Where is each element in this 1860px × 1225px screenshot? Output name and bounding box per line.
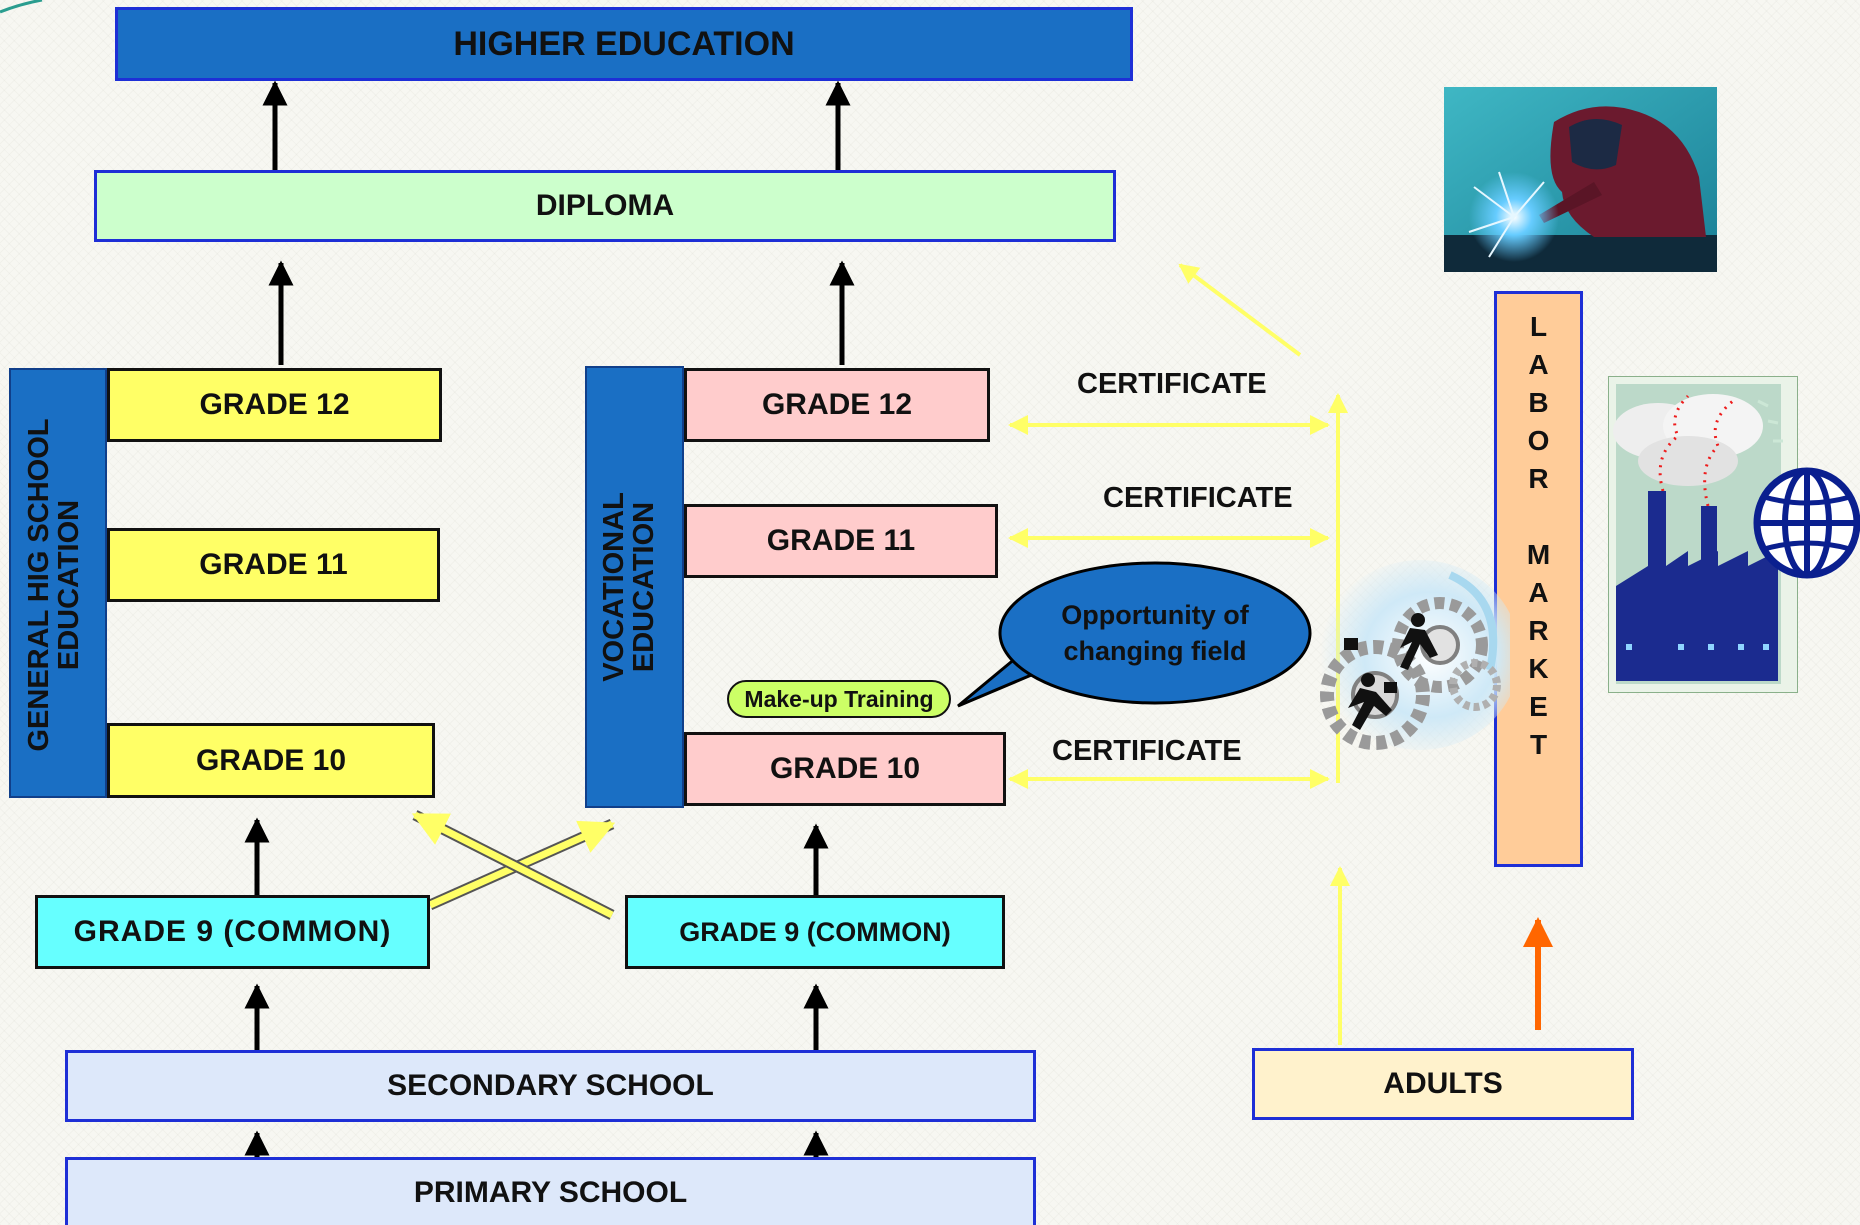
market-letter: R — [1528, 615, 1549, 646]
labor-letter: R — [1528, 463, 1549, 494]
makeup-training-pill: Make-up Training — [727, 680, 951, 718]
general-grade11-label: GRADE 11 — [199, 548, 348, 581]
general-grade10-label: GRADE 10 — [195, 743, 347, 777]
callout-text: Opportunity of changing field — [1015, 593, 1295, 673]
cross-track-arrows — [411, 810, 616, 920]
callout-line2: changing field — [1063, 636, 1247, 666]
vocational-grade9-label: GRADE 9 (COMMON) — [679, 916, 951, 947]
higher-education-label: HIGHER EDUCATION — [453, 24, 795, 63]
makeup-training-label: Make-up Training — [744, 685, 934, 712]
globe-icon — [1753, 467, 1860, 579]
labor-letter: B — [1528, 387, 1549, 418]
welder-icon — [1444, 87, 1717, 272]
factory-icon — [1608, 376, 1798, 693]
certificate-label-grade11: CERTIFICATE — [1103, 482, 1293, 514]
market-letter: T — [1529, 729, 1548, 760]
speech-bubble — [957, 561, 1312, 708]
vocational-grade11-box: GRADE 11 — [684, 504, 998, 578]
vocational-track-label: VOCATIONAL EDUCATION — [598, 492, 660, 682]
vocational-grade12-label: GRADE 12 — [761, 388, 913, 421]
vocational-track-bar — [585, 366, 684, 808]
secondary-school-box: SECONDARY SCHOOL — [65, 1050, 1036, 1122]
gears-businessmen-icon — [1320, 560, 1510, 750]
market-letter: E — [1529, 691, 1548, 722]
general-track-bar — [9, 368, 107, 798]
corner-swoosh — [0, 0, 43, 14]
general-grade10-box: GRADE 10 — [107, 723, 435, 798]
primary-school-label: PRIMARY SCHOOL — [413, 1175, 688, 1209]
higher-education-box: HIGHER EDUCATION — [115, 7, 1133, 81]
progression-arrows — [244, 80, 855, 1205]
secondary-school-label: SECONDARY SCHOOL — [387, 1069, 714, 1102]
callout-line1: Opportunity of — [1061, 600, 1249, 630]
labor-market-box: L A B O R M A R K E T — [1494, 291, 1583, 867]
adults-label: ADULTS — [1383, 1067, 1503, 1100]
vocational-grade10-label: GRADE 10 — [769, 752, 921, 785]
diploma-box: DIPLOMA — [94, 170, 1116, 242]
certificate-arrows — [1008, 263, 1350, 1045]
market-letter: A — [1528, 577, 1549, 608]
general-track-label: GENERAL HIG SCHOOL EDUCATION — [23, 418, 85, 752]
general-grade11-box: GRADE 11 — [107, 528, 440, 602]
primary-school-box: PRIMARY SCHOOL — [65, 1157, 1036, 1225]
general-grade12-label: GRADE 12 — [199, 388, 350, 421]
labor-letter: O — [1527, 425, 1550, 456]
certificate-label-grade12: CERTIFICATE — [1077, 368, 1267, 400]
general-grade12-box: GRADE 12 — [107, 368, 442, 442]
labor-letter: A — [1528, 349, 1549, 380]
vocational-grade10-box: GRADE 10 — [684, 732, 1006, 806]
market-letter: M — [1526, 539, 1551, 570]
vocational-grade11-label: GRADE 11 — [766, 524, 916, 557]
vocational-grade12-box: GRADE 12 — [684, 368, 990, 442]
labor-letter: L — [1529, 311, 1548, 342]
vocational-grade9-box: GRADE 9 (COMMON) — [625, 895, 1005, 969]
general-grade9-label: GRADE 9 (COMMON) — [73, 915, 392, 948]
diploma-label: DIPLOMA — [535, 189, 675, 222]
general-grade9-box: GRADE 9 (COMMON) — [35, 895, 430, 969]
market-letter: K — [1528, 653, 1549, 684]
certificate-label-grade10: CERTIFICATE — [1052, 735, 1242, 767]
adults-box: ADULTS — [1252, 1048, 1634, 1120]
